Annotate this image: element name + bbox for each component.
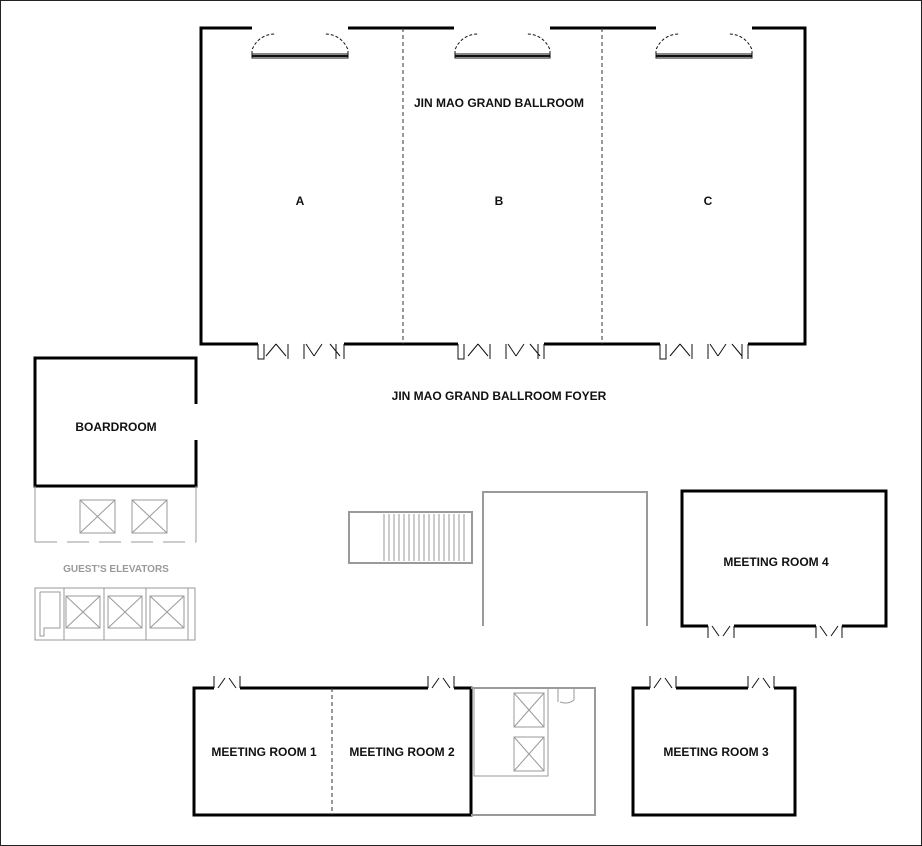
section-a-label[interactable]: A xyxy=(296,194,305,208)
meeting-room-4-label[interactable]: MEETING ROOM 4 xyxy=(723,555,829,569)
upper-elevator-bank xyxy=(34,486,197,543)
meeting-room-1-label[interactable]: MEETING ROOM 1 xyxy=(211,745,317,759)
meeting-room-3[interactable] xyxy=(631,676,797,817)
ballroom-top-doors xyxy=(251,33,753,59)
ballroom-foyer-doors xyxy=(257,343,749,360)
section-b-label[interactable]: B xyxy=(495,194,504,208)
guest-elevator-bank xyxy=(34,587,196,641)
guest-elevators-label: GUEST'S ELEVATORS xyxy=(63,564,169,575)
boardroom-label[interactable]: BOARDROOM xyxy=(75,420,156,434)
meeting-room-3-label[interactable]: MEETING ROOM 3 xyxy=(663,745,769,759)
grand-ballroom[interactable] xyxy=(199,26,807,346)
boardroom[interactable] xyxy=(33,356,198,488)
meeting-room-1-2[interactable] xyxy=(192,676,473,817)
service-elevators xyxy=(471,687,596,816)
foyer-label[interactable]: JIN MAO GRAND BALLROOM FOYER xyxy=(392,389,607,403)
section-c-label[interactable]: C xyxy=(704,194,713,208)
service-corridor xyxy=(482,491,648,626)
ballroom-title: JIN MAO GRAND BALLROOM xyxy=(414,96,584,110)
meeting-room-2-label[interactable]: MEETING ROOM 2 xyxy=(349,745,455,759)
meeting-room-4[interactable] xyxy=(680,489,888,638)
staircase xyxy=(348,511,473,564)
